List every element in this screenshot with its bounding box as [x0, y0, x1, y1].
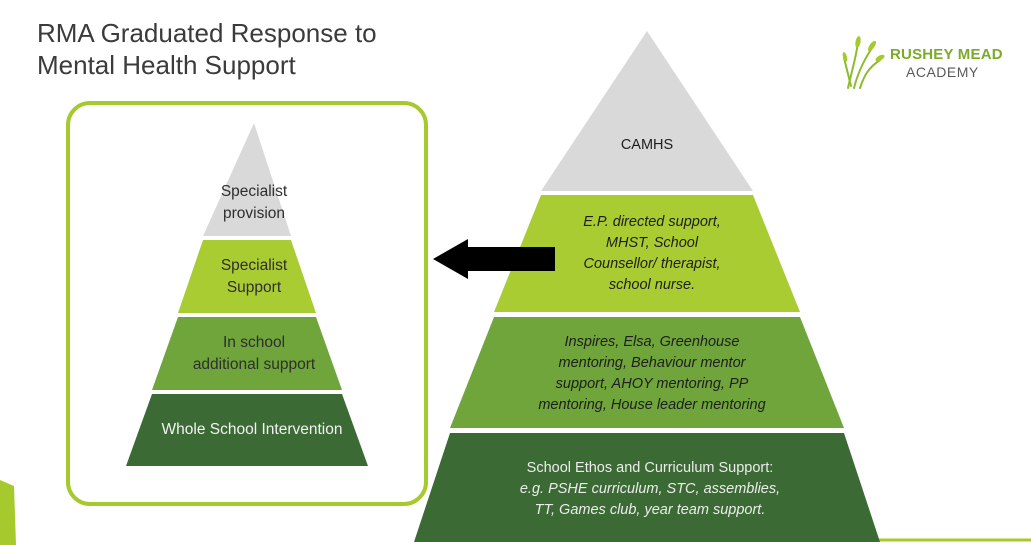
right-tier-4-line: School Ethos and Curriculum Support:	[526, 459, 774, 476]
right-tier-1-label: CAMHS	[620, 136, 674, 153]
right-tier-4-text: School Ethos and Curriculum Support: e.g.…	[520, 458, 780, 521]
left-tier-4-shape	[126, 394, 368, 466]
right-tier-4-shape	[414, 433, 880, 542]
highlight-frame	[66, 101, 428, 506]
left-tier-4-label: Whole School Intervention	[161, 421, 343, 438]
right-tier-2-shape	[494, 195, 800, 312]
left-accent-stripe	[0, 480, 16, 545]
left-tier-2-label: Specialist Support	[220, 256, 288, 296]
slide-title: RMA Graduated Response to Mental Health …	[37, 17, 377, 81]
left-arrow-icon	[433, 239, 555, 279]
right-tier-2-label: E.P. directed support, MHST, School Coun…	[583, 213, 721, 293]
school-logo: RUSHEY MEAD ACADEMY	[842, 30, 1012, 90]
left-tier-1-label: Specialist provision	[220, 183, 288, 222]
slide-title-line2: Mental Health Support	[37, 50, 296, 80]
right-tier-1-shape	[541, 31, 753, 191]
right-tier-3-shape	[450, 317, 844, 428]
logo-name: RUSHEY MEAD	[890, 46, 1003, 63]
right-tier-4-label: School Ethos and Curriculum Support: e.g.…	[450, 436, 850, 542]
left-tier-3-shape	[152, 317, 342, 390]
left-tier-2-shape	[178, 240, 316, 313]
left-tier-3-label: In school additional support	[192, 333, 316, 373]
logo-subtitle: ACADEMY	[906, 64, 979, 80]
right-tier-4-line: e.g. PSHE curriculum, STC, assemblies,	[519, 480, 781, 497]
left-tier-1-shape	[203, 123, 291, 236]
right-tier-4-line: TT, Games club, year team support.	[534, 501, 766, 518]
wheat-grass-icon	[842, 36, 885, 89]
slide-title-line1: RMA Graduated Response to	[37, 18, 377, 48]
right-tier-3-label: Inspires, Elsa, Greenhouse mentoring, Be…	[538, 334, 766, 413]
